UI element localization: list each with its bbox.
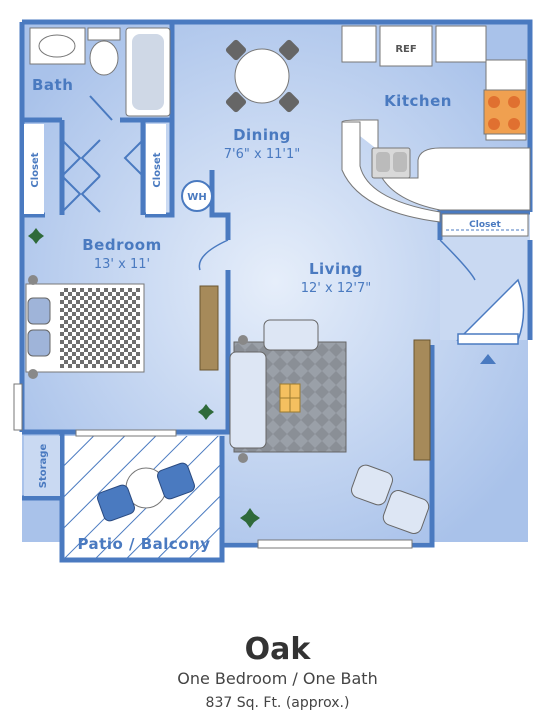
patio-label: Patio / Balcony — [77, 535, 210, 553]
closet-right-label: Closet — [152, 152, 163, 187]
plan-subtitle: One Bedroom / One Bath — [177, 669, 378, 688]
water-heater-icon — [181, 180, 213, 212]
bath-fixtures — [29, 27, 171, 117]
door-arc-closet — [439, 239, 476, 281]
living-dims: 12' x 12'7" — [301, 281, 371, 296]
living-media-console — [413, 339, 431, 461]
kitchen-fixtures — [341, 25, 531, 223]
closet-left-label: Closet — [30, 152, 41, 187]
patio-furniture — [97, 462, 195, 522]
window — [257, 539, 413, 549]
floor-plan: Closet Closet WH REF Closet — [13, 19, 533, 563]
entry-door — [456, 278, 525, 364]
bedroom-label: Bedroom — [82, 236, 161, 254]
plant-icon — [198, 404, 214, 420]
refrigerator-label: REF — [395, 44, 416, 55]
plan-title: Oak — [244, 632, 311, 667]
bath-label: Bath — [32, 76, 73, 94]
dining-dims: 7'6" x 11'1" — [224, 147, 300, 162]
window — [13, 383, 23, 431]
door-arc-bedroom — [198, 239, 229, 271]
plant-icon — [240, 508, 260, 528]
bedroom-dims: 13' x 11' — [94, 257, 150, 272]
storage-label: Storage — [38, 444, 49, 489]
bedroom-dresser — [199, 285, 219, 371]
floor-fill — [22, 22, 530, 560]
plant-icon — [28, 228, 44, 244]
water-heater-label: WH — [187, 192, 206, 203]
closet-entry-label: Closet — [469, 220, 501, 230]
bed — [25, 275, 145, 379]
patio-slider — [75, 429, 177, 437]
plan-area: 837 Sq. Ft. (approx.) — [205, 695, 350, 711]
living-chairs — [351, 464, 430, 535]
closet-doors — [61, 95, 144, 213]
dining-label: Dining — [233, 126, 291, 144]
living-room-set — [229, 319, 347, 463]
dining-table — [225, 39, 300, 113]
kitchen-label: Kitchen — [384, 92, 452, 110]
living-label: Living — [309, 260, 363, 278]
